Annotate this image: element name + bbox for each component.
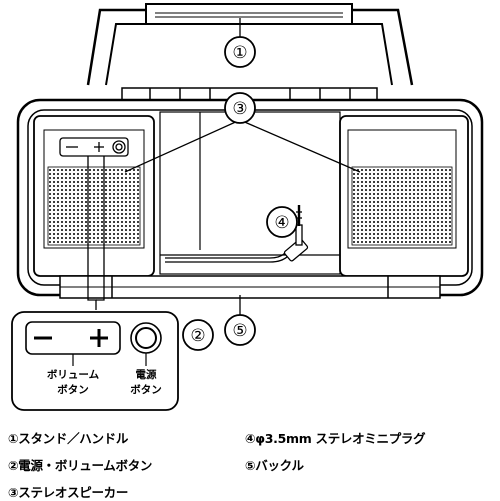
- callout-3: ③: [224, 92, 256, 124]
- base-buckle: [59, 275, 441, 299]
- svg-text:③: ③: [232, 99, 247, 119]
- left-speaker: [33, 115, 155, 277]
- callout-4: ④: [266, 206, 298, 238]
- leader-lines: [87, 18, 361, 318]
- power-button-label-2: ボタン: [130, 383, 162, 396]
- button-inset: [11, 311, 179, 411]
- legend-item-4: ④φ3.5mm ステレオミニプラグ: [245, 431, 426, 446]
- svg-text:②: ②: [190, 326, 205, 346]
- callout-1: ①: [224, 36, 256, 68]
- product-diagram: ① ③ ④ ⑤ ② ボリューム ボタン 電源 ボタン: [11, 3, 484, 411]
- mini-plug-cable: [165, 205, 309, 263]
- volume-button-label-2: ボタン: [57, 383, 89, 396]
- legend-item-1: ①スタンド／ハンドル: [8, 431, 129, 446]
- volume-button-label-1: ボリューム: [47, 368, 100, 381]
- svg-text:①: ①: [232, 43, 247, 63]
- control-strip: [59, 137, 129, 157]
- legend-item-5: ⑤バックル: [245, 458, 304, 473]
- right-speaker: [339, 115, 469, 277]
- handle: [86, 3, 414, 86]
- legend-item-3: ③ステレオスピーカー: [8, 485, 129, 500]
- svg-text:⑤: ⑤: [232, 321, 247, 341]
- power-button-label-1: 電源: [136, 368, 157, 381]
- svg-text:④: ④: [274, 213, 289, 233]
- legend-item-2: ②電源・ボリュームボタン: [8, 458, 153, 473]
- callout-2: ②: [182, 319, 214, 351]
- callout-5: ⑤: [224, 314, 256, 346]
